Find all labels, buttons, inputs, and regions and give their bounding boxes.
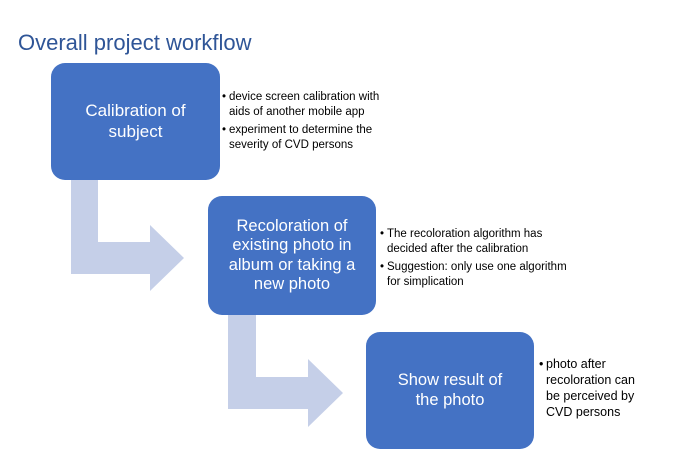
note-item: device screen calibration with aids of a… — [222, 90, 422, 119]
note-item: photo after recoloration can be perceive… — [539, 356, 659, 420]
note-item: experiment to determine the severity of … — [222, 123, 422, 152]
notes-recoloration: The recoloration algorithm has decided a… — [380, 227, 595, 293]
step-label-calibration: Calibration of subject — [85, 101, 186, 141]
step-label-show-result: Show result of the photo — [397, 371, 503, 409]
slide-title: Overall project workflow — [18, 30, 252, 55]
flow-arrow-2 — [228, 315, 343, 427]
notes-show-result: photo after recoloration can be perceive… — [539, 356, 659, 424]
notes-calibration: device screen calibration with aids of a… — [222, 90, 422, 156]
flow-arrow-1 — [71, 180, 184, 291]
step-box-show-result: Show result of the photo — [366, 332, 534, 449]
step-box-calibration: Calibration of subject — [51, 63, 220, 180]
step-label-recoloration: Recoloration of existing photo in album … — [228, 216, 356, 293]
note-item: The recoloration algorithm has decided a… — [380, 227, 595, 256]
step-box-recoloration: Recoloration of existing photo in album … — [208, 196, 376, 315]
note-item: Suggestion: only use one algorithm for s… — [380, 260, 595, 289]
